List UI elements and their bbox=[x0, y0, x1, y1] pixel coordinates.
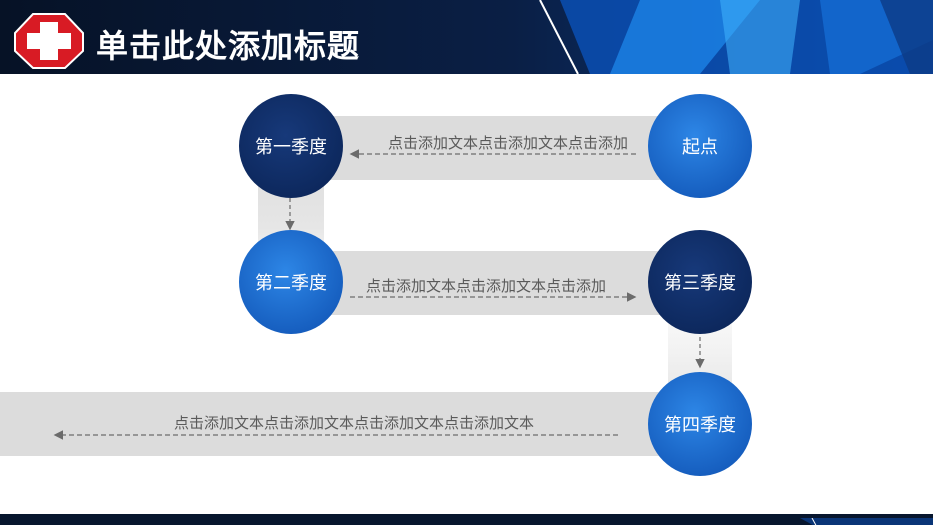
node-label-start: 起点 bbox=[682, 137, 718, 158]
node-label-q1: 第一季度 bbox=[255, 137, 327, 158]
node-label-q3: 第三季度 bbox=[664, 273, 736, 294]
node-start[interactable] bbox=[648, 94, 752, 198]
band-start-to-q1 bbox=[290, 116, 700, 180]
header-bar: 单击此处添加标题 bbox=[0, 0, 933, 74]
node-q1[interactable] bbox=[239, 94, 343, 198]
header-decoration bbox=[0, 0, 933, 74]
footer-bar bbox=[0, 514, 933, 525]
page-title[interactable]: 单击此处添加标题 bbox=[96, 27, 361, 65]
node-q4[interactable] bbox=[648, 372, 752, 476]
red-cross-icon bbox=[14, 13, 84, 69]
band-label-q4-to-end[interactable]: 点击添加文本点击添加文本点击添加文本点击添加文本 bbox=[174, 414, 534, 432]
band-q2-to-q3 bbox=[290, 251, 700, 315]
node-q2[interactable] bbox=[239, 230, 343, 334]
band-label-start-to-q1[interactable]: 点击添加文本点击添加文本点击添加 bbox=[388, 134, 628, 152]
footer-decoration bbox=[0, 517, 933, 525]
band-label-q2-to-q3[interactable]: 点击添加文本点击添加文本点击添加 bbox=[366, 277, 606, 295]
band-q4-to-end bbox=[0, 392, 700, 456]
node-label-q4: 第四季度 bbox=[664, 415, 736, 436]
node-q3[interactable] bbox=[648, 230, 752, 334]
node-label-q2: 第二季度 bbox=[255, 273, 327, 294]
